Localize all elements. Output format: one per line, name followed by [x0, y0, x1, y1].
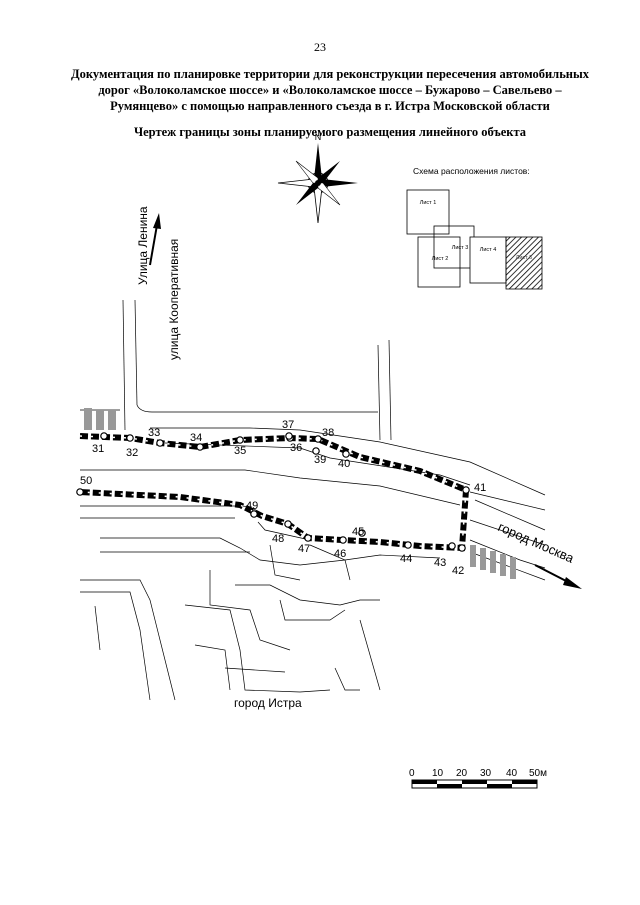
- boundary-point-42: [458, 544, 466, 552]
- scale-tick-40: 40: [506, 768, 518, 779]
- boundary-point-43: [448, 542, 456, 550]
- north-arrow-lenin-icon: [149, 213, 161, 266]
- boundary-point-label-41: 41: [474, 482, 486, 494]
- boundary-point-40: [342, 450, 350, 458]
- street-lenin-label: Улица Ленина: [136, 206, 150, 285]
- boundary-point-label-43: 43: [434, 557, 446, 569]
- boundary-point-47: [304, 534, 312, 542]
- boundary-point-label-37: 37: [282, 419, 294, 431]
- boundary-point-50: [76, 488, 84, 496]
- boundary-point-label-36: 36: [290, 442, 302, 454]
- scale-tick-50: 50м: [529, 768, 547, 779]
- boundary-point-49: [250, 510, 258, 518]
- boundary-point-48: [284, 520, 292, 528]
- road-outlines: [80, 299, 546, 701]
- inset-sheet-1-label: Лист 1: [420, 200, 437, 206]
- boundary-point-label-38: 38: [322, 427, 334, 439]
- inset-sheet-2-label: Лист 2: [432, 256, 449, 262]
- boundary-point-31: [100, 432, 108, 440]
- boundary-point-label-34: 34: [190, 432, 202, 444]
- scale-tick-20: 20: [456, 768, 468, 779]
- boundary-point-37: [285, 432, 293, 440]
- boundary-point-label-35: 35: [234, 445, 246, 457]
- title-line-1: Документация по планировке территории дл…: [70, 67, 590, 81]
- boundary-points: 31 32 33 34 35 36 37 38 39 40 41 42 43 44 45 46 47 48 49 50: [76, 419, 486, 577]
- inset-sheet-2: [417, 236, 461, 288]
- boundary-point-label-33: 33: [148, 427, 160, 439]
- boundary-point-45: [358, 529, 366, 537]
- boundary-point-label-50: 50: [80, 475, 92, 487]
- inset-sheet-1: [406, 189, 450, 235]
- boundary-point-41: [462, 486, 470, 494]
- inset-sheet-3-label: Лист 3: [452, 245, 469, 251]
- title-line-2: дорог «Волоколамское шоссе» и «Волоколам…: [98, 83, 562, 97]
- inset-sheet-5-label: Лист 5: [516, 255, 533, 261]
- scale-bar: 0 10 20 30 40 50м: [409, 768, 547, 789]
- direction-arrow-moscow-icon: [534, 564, 582, 589]
- zone-boundary: [79, 433, 470, 552]
- page-number: 23: [314, 40, 326, 54]
- boundary-point-46: [339, 536, 347, 544]
- boundary-point-label-32: 32: [126, 447, 138, 459]
- boundary-point-39: [312, 447, 320, 455]
- north-label: N: [315, 132, 322, 142]
- scale-tick-0: 0: [409, 768, 415, 779]
- street-coop-label: улица Кооперативная: [167, 239, 181, 360]
- boundary-point-label-49: 49: [246, 500, 258, 512]
- inset-sheet-5: [505, 236, 543, 290]
- boundary-point-label-39: 39: [314, 454, 326, 466]
- inset-sheet-4: [469, 236, 507, 284]
- boundary-point-label-45: 45: [352, 526, 364, 538]
- boundary-point-label-44: 44: [400, 553, 412, 565]
- boundary-point-38: [314, 435, 322, 443]
- inset-sheet-4-label: Лист 4: [480, 247, 497, 253]
- document-title: Документация по планировке территории дл…: [60, 66, 600, 114]
- boundary-point-34: [196, 443, 204, 451]
- city-istra-label: город Истра: [234, 696, 302, 710]
- inset-title: Схема расположения листов:: [413, 166, 530, 176]
- boundary-point-33: [156, 439, 164, 447]
- boundary-point-35: [236, 436, 244, 444]
- scale-tick-10: 10: [432, 768, 444, 779]
- boundary-point-label-40: 40: [338, 458, 350, 470]
- compass-rose-icon: N: [277, 132, 358, 224]
- sheet-layout-inset: Схема расположения листов: Лист 1 Лист 2…: [406, 166, 543, 290]
- boundary-point-44: [404, 541, 412, 549]
- boundary-point-32: [126, 434, 134, 442]
- scale-tick-30: 30: [480, 768, 492, 779]
- boundary-point-label-31: 31: [92, 443, 104, 455]
- boundary-point-label-47: 47: [298, 543, 310, 555]
- boundary-point-label-42: 42: [452, 565, 464, 577]
- drawing-subtitle: Чертеж границы зоны планируемого размеще…: [133, 125, 527, 139]
- title-line-3: Румянцево» с помощью направленного съезд…: [110, 99, 550, 113]
- boundary-point-label-48: 48: [272, 533, 284, 545]
- boundary-point-label-46: 46: [334, 548, 346, 560]
- hatched-markers: [84, 408, 516, 579]
